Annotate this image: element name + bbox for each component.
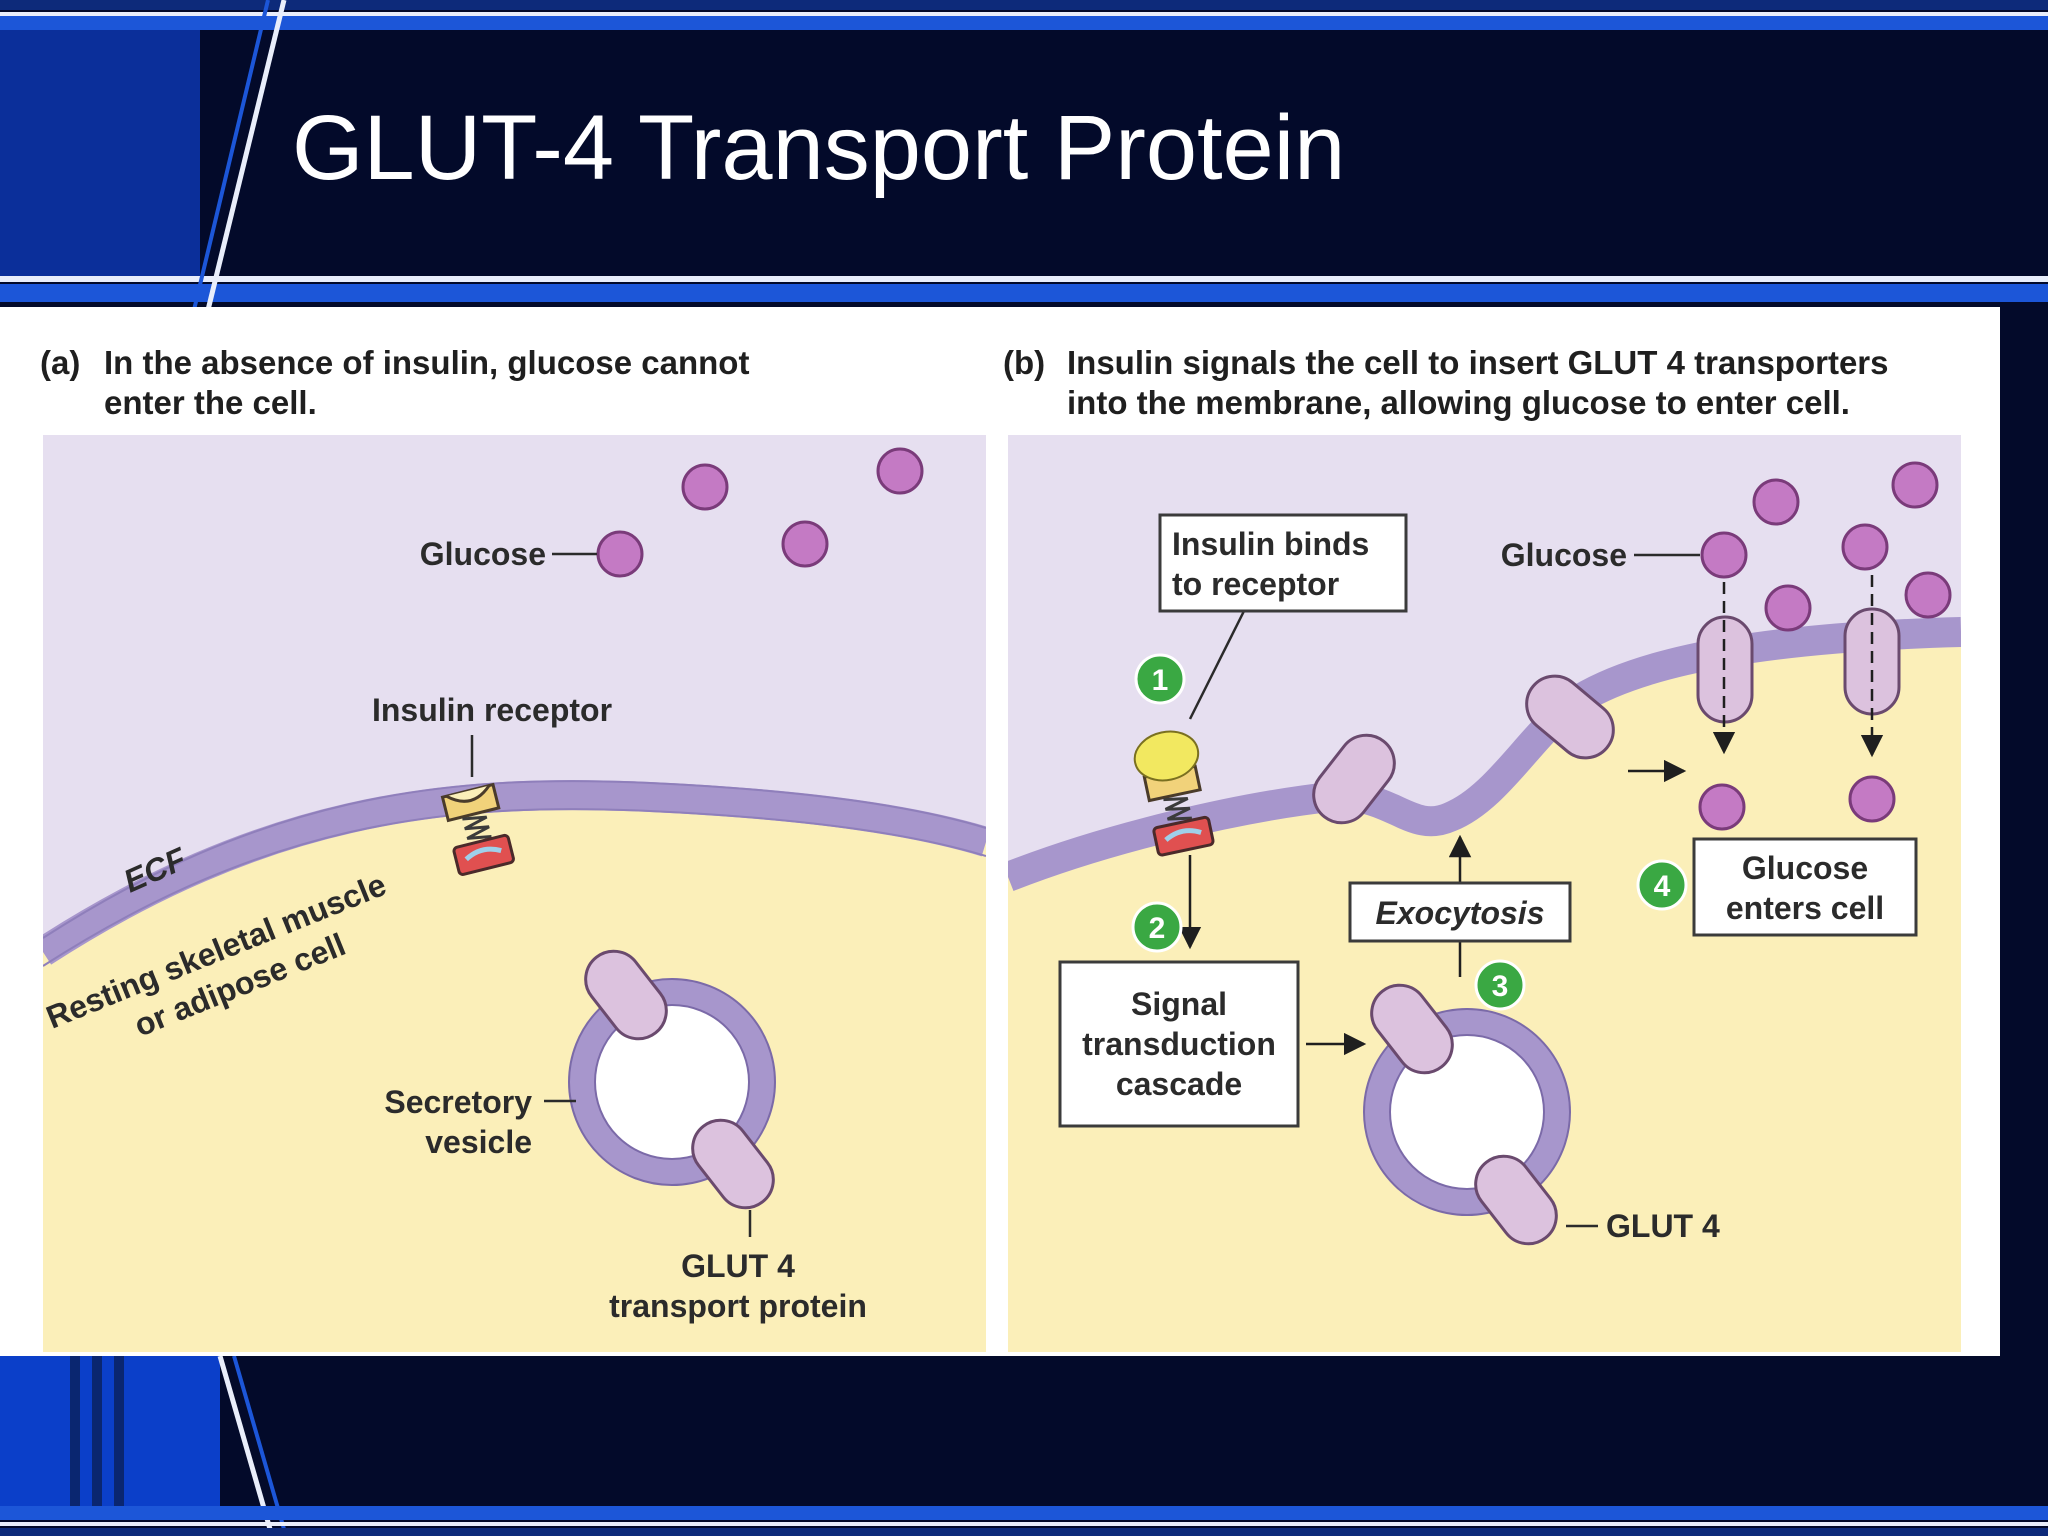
panel-a: Glucose Insulin receptor ECF Resting ske…: [43, 435, 986, 1352]
step2-number: 2: [1149, 912, 1166, 945]
step2-badge: [1131, 901, 1183, 953]
glucose-molecule: [1700, 531, 1748, 579]
step1-label-line2: to receptor: [1172, 566, 1339, 602]
glut4-transporter: [1525, 674, 1615, 760]
glut4-label-b: GLUT 4: [1606, 1208, 1720, 1244]
step2-label-line1: Signal: [1131, 986, 1227, 1022]
insulin-molecule: [1133, 730, 1200, 782]
panel-a-caption-line2: enter the cell.: [104, 384, 317, 421]
panel-a-tag: (a): [40, 344, 81, 381]
figure-panel: Glucose Insulin receptor ECF Resting ske…: [0, 307, 2000, 1356]
step4-badge: [1636, 859, 1688, 911]
panel-a-caption: (a) In the absence of insulin, glucose ca…: [40, 343, 749, 423]
glut4-transporter: [584, 949, 668, 1041]
glucose-molecule: [1752, 478, 1800, 526]
insulin-receptor-icon: [440, 782, 515, 876]
glut4-label-line1: GLUT 4: [681, 1248, 795, 1284]
step2-box: [1058, 960, 1300, 1128]
glut4-transporter: [1370, 983, 1454, 1075]
step1-label-line1: Insulin binds: [1172, 526, 1369, 562]
glut4-label-line2: transport protein: [609, 1288, 867, 1324]
title-underline-stripe: [0, 276, 2048, 282]
top-stripe: [0, 0, 2048, 10]
slide-title: GLUT-4 Transport Protein: [292, 97, 1346, 199]
glucose-label-b: Glucose: [1501, 537, 1627, 573]
panel-b-tag: (b): [1003, 344, 1046, 381]
insulin-receptor-label: Insulin receptor: [372, 692, 612, 728]
step1-badge: [1134, 653, 1186, 705]
panel-a-caption-line1: In the absence of insulin, glucose canno…: [104, 344, 750, 381]
panel-b-caption-line1: Insulin signals the cell to insert GLUT …: [1067, 344, 1889, 381]
step3-box: [1348, 881, 1572, 943]
insulin-receptor-icon: [1133, 730, 1215, 857]
glucose-molecule: [1848, 775, 1896, 823]
vesicle-label-line1: Secretory: [384, 1084, 532, 1120]
glucose-molecule: [876, 447, 924, 495]
step4-label-line2: enters cell: [1726, 890, 1884, 926]
glucose-molecule: [1698, 783, 1746, 831]
glut4-transporter: [1312, 733, 1396, 825]
step2-label-line3: cascade: [1116, 1066, 1242, 1102]
glucose-molecule: [596, 530, 644, 578]
glucose-molecule: [1891, 461, 1939, 509]
step2-label-line2: transduction: [1082, 1026, 1276, 1062]
step1-number: 1: [1152, 664, 1169, 697]
panel-b: Glucose Insulin binds: [1008, 435, 1961, 1352]
glucose-molecule: [1764, 584, 1812, 632]
step3-badge: [1474, 959, 1526, 1011]
step4-number: 4: [1654, 870, 1671, 903]
step1-box: [1158, 513, 1408, 613]
step3-number: 3: [1492, 970, 1509, 1003]
glucose-molecule: [681, 463, 729, 511]
panel-b-caption: (b) Insulin signals the cell to insert GL…: [1003, 343, 1889, 423]
panel-b-caption-line2: into the membrane, allowing glucose to e…: [1067, 384, 1850, 421]
bottom-stripe: [0, 1506, 2048, 1520]
glucose-label-a: Glucose: [420, 536, 546, 572]
step4-box: [1692, 837, 1918, 937]
step3-label: Exocytosis: [1376, 895, 1545, 931]
step4-label-line1: Glucose: [1742, 850, 1868, 886]
cell-membrane-a: [43, 780, 986, 965]
vesicle-label-line2: vesicle: [425, 1124, 532, 1160]
glut4-transporter: [691, 1118, 775, 1210]
glut4-transporter: [1474, 1154, 1558, 1246]
glucose-molecule: [1904, 571, 1952, 619]
glucose-molecule: [781, 520, 829, 568]
figure-svg: Glucose Insulin receptor ECF Resting ske…: [43, 435, 1961, 1352]
glucose-molecule: [1841, 523, 1889, 571]
